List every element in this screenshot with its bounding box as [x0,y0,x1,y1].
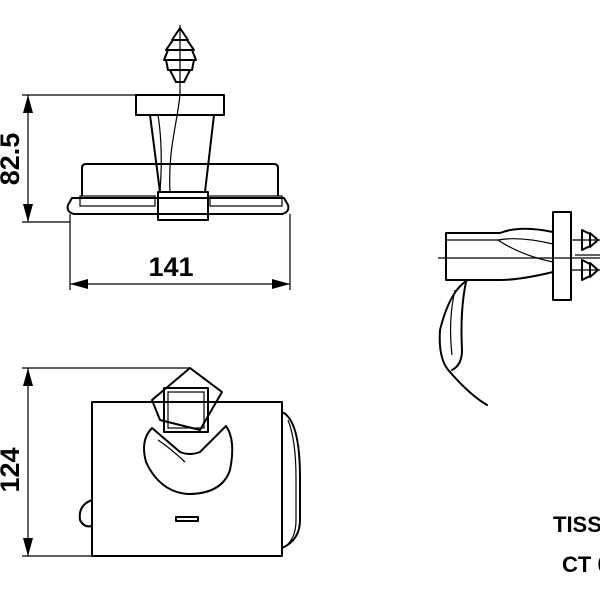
wall-plate-front [151,367,223,431]
title-line-2: CT 0 [562,552,600,577]
arm-front [143,425,234,495]
cover-side [438,279,488,406]
title-block: TISSU CT 0 [553,512,600,577]
arm-top [66,197,290,215]
title-line-1: TISSU [553,512,600,537]
cover-top [81,163,279,196]
brand-logo [175,516,199,522]
dimension-height-top: 82.5 [0,94,136,223]
side-view [438,211,600,406]
dimension-label-82-5: 82.5 [0,133,25,186]
wall-plate-side [552,211,572,301]
wall-screw-top [163,25,197,95]
top-view: 82.5 141 [0,25,291,290]
dimension-width-top: 141 [69,214,291,290]
wall-screws-side [571,229,600,281]
dimension-height-front: 124 [0,367,190,557]
cover-front [91,401,283,557]
dimension-label-141: 141 [148,252,193,282]
arm-side [445,227,554,281]
front-view: 124 [0,367,301,557]
dimension-label-124: 124 [0,447,25,492]
